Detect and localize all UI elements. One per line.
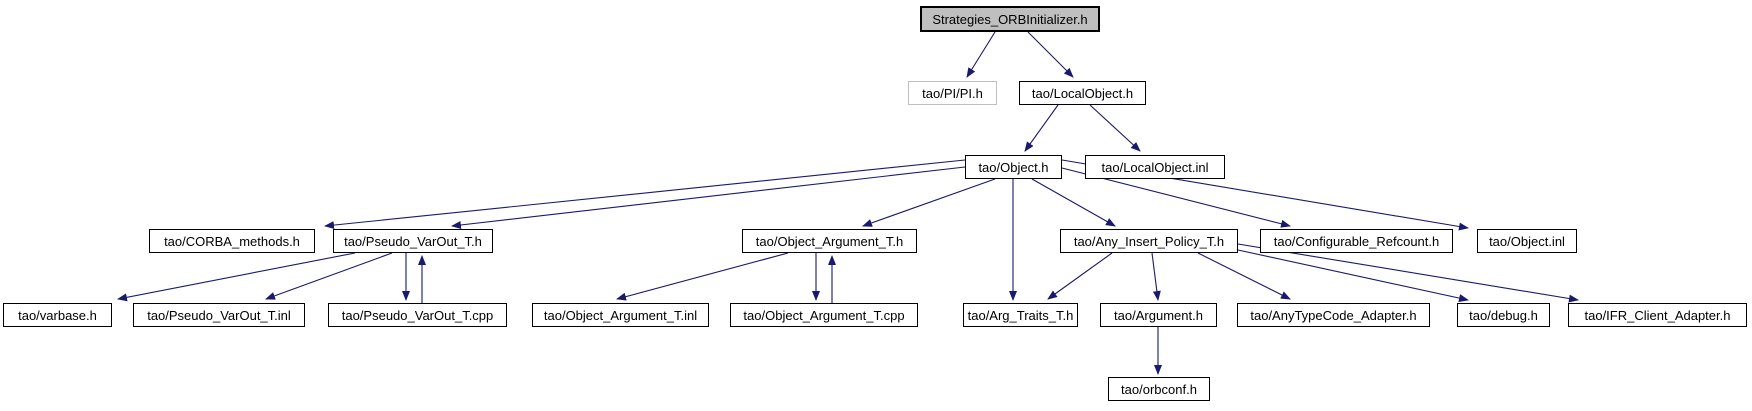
node-tao-object-h[interactable]: tao/Object.h — [965, 155, 1062, 179]
node-tao-object-argument-t-inl[interactable]: tao/Object_Argument_T.inl — [532, 303, 709, 327]
node-tao-configurable-refcount-h[interactable]: tao/Configurable_Refcount.h — [1260, 229, 1453, 253]
edge-localobject-to-localobject_inl — [1089, 104, 1141, 152]
edge-pseudo_varout_h-to-pseudo_varout_inl — [265, 252, 393, 300]
node-strategies-orbinitializer-h[interactable]: Strategies_ORBInitializer.h — [920, 6, 1100, 32]
node-tao-anytypecode-adapter-h[interactable]: tao/AnyTypeCode_Adapter.h — [1237, 303, 1430, 327]
node-tao-pseudo-varout-t-h[interactable]: tao/Pseudo_VarOut_T.h — [333, 229, 493, 253]
edge-any_insert-to-ifr — [1237, 243, 1579, 303]
node-tao-orbconf-h[interactable]: tao/orbconf.h — [1108, 377, 1210, 401]
edge-object-to-object_argument_h — [862, 178, 996, 227]
node-tao-pseudo-varout-t-inl[interactable]: tao/Pseudo_VarOut_T.inl — [133, 303, 305, 327]
node-tao-debug-h[interactable]: tao/debug.h — [1457, 303, 1550, 327]
node-tao-ifr-client-adapter-h[interactable]: tao/IFR_Client_Adapter.h — [1568, 303, 1747, 327]
edge-root-to-localobject — [1027, 31, 1074, 78]
edge-object-to-any_insert — [1031, 178, 1116, 227]
node-tao-varbase-h[interactable]: tao/varbase.h — [3, 303, 112, 327]
node-tao-object-argument-t-h[interactable]: tao/Object_Argument_T.h — [742, 229, 917, 253]
node-tao-object-argument-t-cpp[interactable]: tao/Object_Argument_T.cpp — [730, 303, 918, 327]
node-tao-corba-methods-h[interactable]: tao/CORBA_methods.h — [149, 229, 315, 253]
edge-root-to-pi — [966, 31, 996, 78]
node-tao-arg-traits-t-h[interactable]: tao/Arg_Traits_T.h — [963, 303, 1078, 327]
edge-any_insert-to-debug — [1237, 249, 1469, 302]
edge-object-to-pseudo_varout_h — [451, 166, 966, 229]
edge-any_insert-to-anytypecode — [1197, 252, 1291, 300]
edge-pseudo_varout_h-to-varbase — [117, 252, 356, 302]
edge-object-to-corba_methods — [324, 159, 966, 230]
node-tao-localobject-h[interactable]: tao/LocalObject.h — [1019, 81, 1146, 105]
node-tao-pseudo-varout-t-cpp[interactable]: tao/Pseudo_VarOut_T.cpp — [328, 303, 507, 327]
node-tao-localobject-inl[interactable]: tao/LocalObject.inl — [1085, 155, 1225, 179]
node-tao-object-inl[interactable]: tao/Object.inl — [1477, 229, 1577, 253]
edge-any_insert-to-argument — [1151, 252, 1161, 301]
edge-any_insert-to-arg_traits — [1047, 252, 1113, 300]
edge-object_argument_h-to-object_argument_inl — [616, 252, 789, 301]
node-tao-any-insert-policy-t-h[interactable]: tao/Any_Insert_Policy_T.h — [1060, 229, 1238, 253]
edge-localobject-to-object — [1024, 104, 1059, 152]
node-tao-argument-h[interactable]: tao/Argument.h — [1100, 303, 1217, 327]
node-tao-pi-pi-h[interactable]: tao/PI/PI.h — [908, 81, 997, 105]
